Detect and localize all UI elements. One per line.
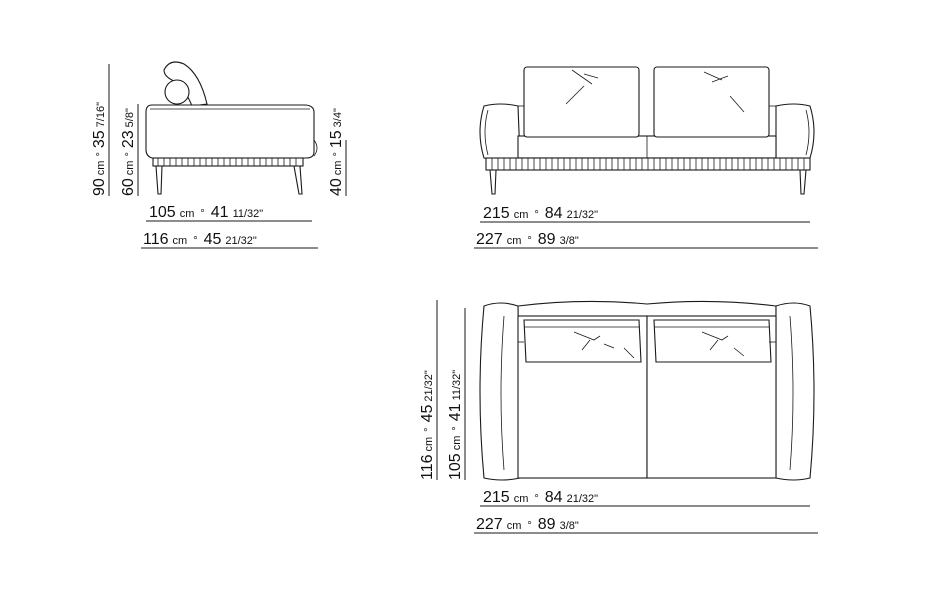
front-leg-left bbox=[489, 169, 497, 195]
top-depth-inner-label: 105cm°4111/32" bbox=[447, 370, 464, 480]
side-pillow bbox=[164, 79, 190, 105]
top-arm-right bbox=[775, 302, 815, 481]
side-leg-front bbox=[293, 165, 303, 195]
front-back-cushion-left bbox=[523, 66, 640, 138]
svg-text:40cm°153/4": 40cm°153/4" bbox=[328, 108, 345, 196]
front-arm-left bbox=[479, 103, 521, 161]
top-back-rail bbox=[517, 300, 777, 317]
side-leg-back bbox=[155, 165, 163, 195]
svg-text:60cm°235/8": 60cm°235/8" bbox=[120, 108, 137, 196]
side-base bbox=[152, 157, 304, 167]
front-back-cushion-right bbox=[653, 66, 770, 138]
front-base-hatch bbox=[491, 158, 805, 170]
front-arm-right bbox=[775, 103, 815, 161]
side-view: 90cm°357/16" 60cm°235/8" 40cm°153/4" 105… bbox=[91, 61, 347, 249]
side-seat-body bbox=[145, 104, 315, 159]
side-height-label: 90cm°357/16" bbox=[91, 102, 108, 196]
top-back-cushion-left bbox=[523, 319, 642, 363]
front-leg-right bbox=[799, 169, 807, 195]
top-arm-left bbox=[479, 302, 521, 481]
svg-text:105cm°4111/32": 105cm°4111/32" bbox=[447, 370, 464, 480]
top-depth-outer-label: 116cm°4521/32" bbox=[419, 370, 436, 480]
svg-text:116cm°4521/32": 116cm°4521/32" bbox=[419, 370, 436, 480]
side-seat-height-label: 60cm°235/8" bbox=[120, 108, 137, 196]
top-back-cushion-right bbox=[653, 319, 772, 363]
side-leg-height-label: 40cm°153/4" bbox=[328, 108, 345, 196]
side-base-hatch bbox=[157, 158, 297, 166]
svg-text:90cm°357/16": 90cm°357/16" bbox=[91, 102, 108, 196]
